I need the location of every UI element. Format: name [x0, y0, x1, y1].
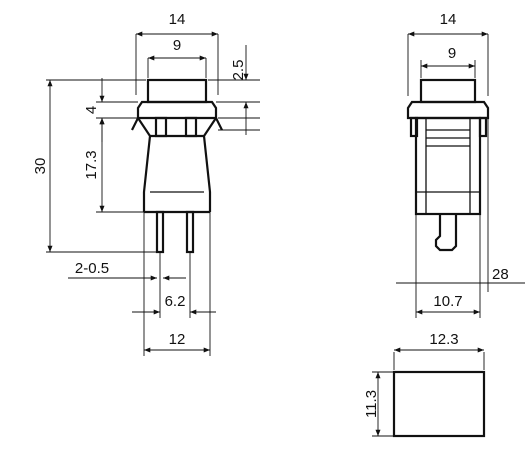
side-body	[414, 116, 482, 216]
front-body-left	[137, 117, 152, 212]
dim-label: 30	[32, 158, 49, 175]
front-latch-left	[154, 116, 168, 138]
cap-outline	[392, 370, 486, 438]
dim-label: 17.3	[83, 150, 100, 179]
dim-side-28: 28	[396, 118, 525, 292]
dim-pin-pitch: 6.2	[132, 252, 216, 318]
dim-front-2-5: 2.5	[208, 45, 260, 135]
front-body-right	[202, 117, 217, 212]
front-pin-left	[155, 210, 165, 254]
dim-pin-thickness: 2-0.5	[68, 260, 186, 281]
front-pin-right	[185, 210, 195, 254]
dim-front-30: 30	[32, 79, 160, 253]
front-button	[146, 78, 208, 104]
dim-label: 14	[169, 11, 186, 28]
dim-cap-12-3: 12.3	[393, 331, 485, 370]
dim-label: 4	[83, 106, 100, 114]
dim-label: 9	[448, 45, 456, 62]
dim-front-17-3: 17.3	[83, 118, 144, 213]
dim-front-4: 4	[83, 78, 138, 142]
dim-label: 28	[492, 266, 509, 283]
dim-cap-11-3: 11.3	[363, 371, 394, 437]
front-latch-right	[184, 116, 198, 138]
front-flange	[136, 100, 218, 120]
dim-front-14: 14	[135, 11, 219, 95]
dim-side-10-7: 10.7	[415, 214, 481, 318]
dim-front-12: 12	[143, 212, 211, 356]
dim-label: 10.7	[433, 293, 462, 310]
dim-front-9: 9	[147, 37, 207, 78]
dim-label: 11.3	[363, 390, 380, 418]
side-flange	[406, 100, 490, 120]
side-button	[419, 78, 477, 104]
side-terminal	[434, 214, 458, 252]
dim-label: 14	[440, 11, 457, 28]
dim-label: 2.5	[230, 60, 247, 81]
dim-label: 2-0.5	[75, 260, 109, 277]
dim-label: 12.3	[429, 331, 458, 348]
dim-label: 6.2	[165, 293, 186, 310]
side-view	[406, 78, 490, 252]
dim-label: 12	[169, 331, 186, 348]
dim-label: 9	[173, 37, 181, 54]
dim-side-9: 9	[420, 45, 476, 78]
dim-side-14: 14	[407, 11, 489, 96]
front-view	[131, 78, 223, 254]
